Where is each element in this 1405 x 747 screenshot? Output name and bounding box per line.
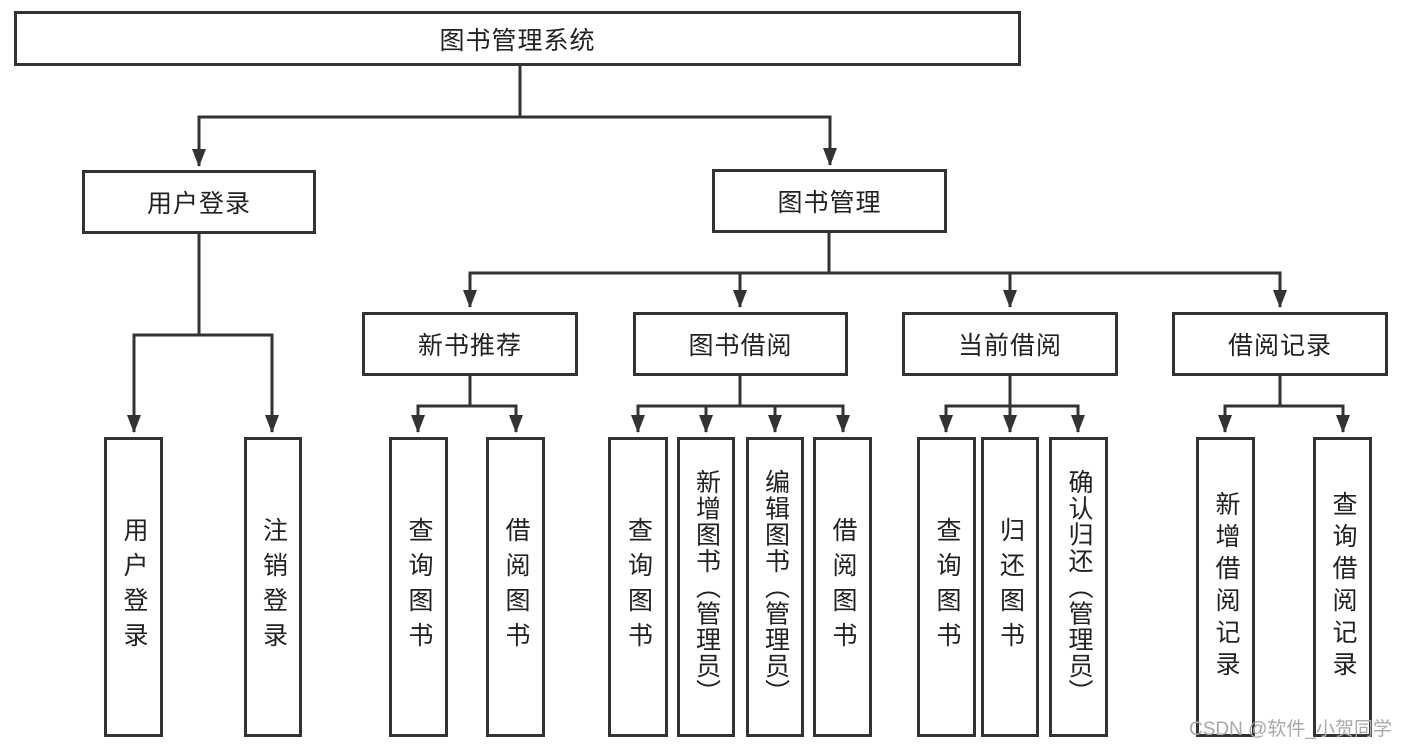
node-borrow-records: 借阅记录: [1172, 312, 1388, 376]
leaf-rec-query-borrow-record-label: 查询借阅记录: [1329, 491, 1357, 683]
leaf-rec-add-borrow-record: 新增借阅记录: [1196, 437, 1255, 737]
leaf-cb-return-books-label: 归还图书: [996, 517, 1025, 657]
leaf-cb-confirm-return-admin-label: 确认归还（管理员）: [1065, 468, 1093, 706]
leaf-cb-confirm-return-admin: 确认归还（管理员）: [1049, 437, 1108, 737]
edge-bookmgmt-to-newbook: [463, 233, 831, 308]
leaf-logout: 注销登录: [244, 437, 302, 737]
edge-userlogin-to-leaf1: [127, 234, 201, 433]
node-new-book-recommend: 新书推荐: [362, 312, 578, 376]
node-new-book-recommend-label: 新书推荐: [417, 332, 522, 360]
leaf-rec-query-borrow-record: 查询借阅记录: [1313, 437, 1372, 737]
edge-bookborrow-to-leaf4: [738, 376, 850, 433]
leaf-bb-borrow-books: 借阅图书: [813, 437, 872, 737]
leaf-bb-query-books: 查询图书: [608, 437, 668, 737]
node-current-borrow: 当前借阅: [902, 312, 1118, 376]
leaf-cb-query-books-label: 查询图书: [933, 517, 961, 657]
leaf-nb-query-books-label: 查询图书: [405, 517, 433, 657]
node-borrow-records-label: 借阅记录: [1227, 332, 1332, 360]
leaf-bb-edit-books-admin: 编辑图书（管理员）: [746, 437, 804, 737]
node-book-management-label: 图书管理: [777, 189, 882, 217]
edge-root-to-book-mgmt: [518, 66, 837, 166]
edge-bookmgmt-to-bookborrow: [733, 233, 831, 308]
leaf-bb-query-books-label: 查询图书: [624, 517, 653, 657]
edge-newbook-to-leaf1: [411, 376, 472, 433]
leaf-rec-add-borrow-record-label: 新增借阅记录: [1212, 491, 1240, 683]
edge-currentborrow-to-leaf1: [939, 376, 1012, 433]
edge-bookmgmt-to-currentborrow: [827, 233, 1017, 308]
edge-borrowrecords-to-leaf2: [1278, 376, 1350, 433]
node-book-management: 图书管理: [712, 169, 947, 233]
edge-bookborrow-to-leaf1: [631, 376, 742, 433]
leaf-nb-query-books: 查询图书: [389, 437, 448, 737]
leaf-nb-borrow-books: 借阅图书: [486, 437, 545, 737]
edge-newbook-to-leaf2: [468, 376, 523, 433]
leaf-logout-label: 注销登录: [259, 517, 288, 657]
leaf-user-login-label: 用户登录: [120, 517, 148, 657]
leaf-bb-add-books-admin-label: 新增图书（管理员）: [692, 468, 721, 706]
edge-root-to-user-login: [192, 66, 522, 167]
leaf-cb-return-books: 归还图书: [981, 437, 1039, 737]
leaf-bb-edit-books-admin-label: 编辑图书（管理员）: [761, 468, 790, 706]
node-user-login-label: 用户登录: [146, 190, 251, 218]
edge-bookborrow-to-leaf2: [699, 376, 742, 433]
edge-bookborrow-to-leaf3: [738, 376, 782, 433]
watermark: CSDN @软件_小贺同学: [1189, 719, 1392, 740]
leaf-bb-add-books-admin: 新增图书（管理员）: [677, 437, 735, 737]
node-user-login: 用户登录: [82, 170, 316, 234]
edge-userlogin-to-leaf2: [197, 234, 279, 433]
node-book-borrow: 图书借阅: [633, 312, 848, 376]
edge-borrowrecords-to-leaf1: [1218, 376, 1282, 433]
leaf-cb-query-books: 查询图书: [917, 437, 976, 737]
edge-bookmgmt-to-borrowrecords: [827, 233, 1287, 308]
leaf-nb-borrow-books-label: 借阅图书: [502, 517, 530, 657]
node-book-borrow-label: 图书借阅: [688, 332, 793, 360]
root-node-label: 图书管理系统: [439, 26, 596, 55]
leaf-bb-borrow-books-label: 借阅图书: [829, 517, 857, 657]
leaf-user-login: 用户登录: [104, 437, 163, 737]
node-current-borrow-label: 当前借阅: [957, 332, 1062, 360]
edge-currentborrow-to-leaf3: [1008, 376, 1085, 433]
root-node-library-system: 图书管理系统: [14, 11, 1021, 66]
